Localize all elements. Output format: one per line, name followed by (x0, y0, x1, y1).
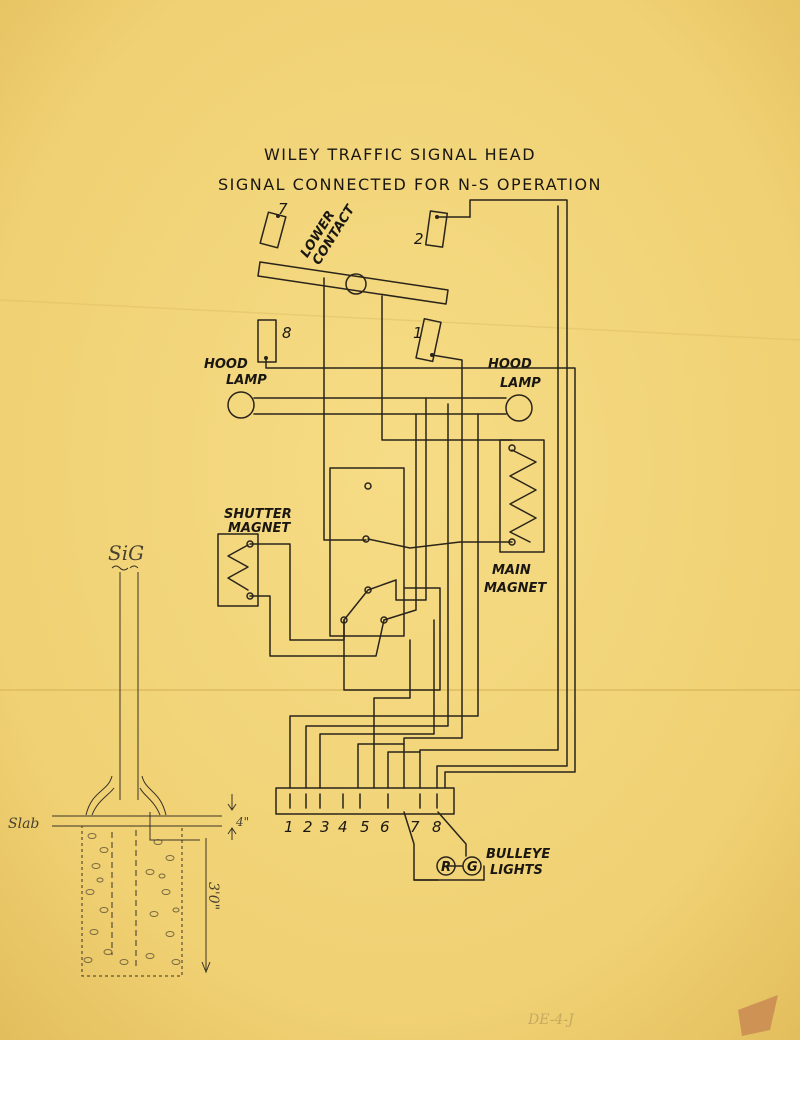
diagram-title: WILEY TRAFFIC SIGNAL HEAD (264, 145, 536, 164)
bulleye-light-green: G (462, 856, 482, 876)
svg-text:8: 8 (282, 324, 292, 342)
svg-text:SHUTTER: SHUTTER (224, 507, 292, 522)
wiring (249, 199, 576, 881)
diagram-subtitle: SIGNAL CONNECTED FOR N-S OPERATION (218, 175, 602, 194)
svg-text:LAMP: LAMP (500, 376, 541, 391)
svg-text:2: 2 (414, 230, 424, 248)
svg-text:G: G (467, 860, 478, 875)
hood-lamp-left: HOOD LAMP (204, 357, 267, 419)
slab-thickness-label: 4" (235, 815, 249, 829)
terminal-number: 5 (360, 818, 370, 836)
terminal-number: 1 (284, 818, 294, 836)
svg-text:LAMP: LAMP (226, 373, 267, 388)
scan-margin (0, 1040, 800, 1100)
bulleye-light-red: R (436, 856, 456, 876)
terminal-number: 6 (380, 818, 390, 836)
svg-text:MAGNET: MAGNET (228, 521, 291, 536)
svg-text:HOOD: HOOD (204, 357, 248, 372)
foundation-sketch: SiG Slab 4" 3'0" (8, 541, 249, 977)
svg-text:MAGNET: MAGNET (484, 581, 547, 596)
contact-7: 7 (259, 200, 288, 249)
depth-label: 3'0" (205, 882, 221, 910)
terminal-number: 2 (303, 818, 313, 836)
terminal-strip (275, 787, 455, 815)
svg-text:BULLEYE: BULLEYE (486, 847, 550, 862)
svg-text:R: R (441, 860, 451, 875)
svg-text:HOOD: HOOD (488, 357, 532, 372)
svg-text:1: 1 (413, 324, 423, 342)
terminal-number: 3 (320, 818, 330, 836)
terminal-number: 4 (338, 818, 348, 836)
terminal-numbers: 1 2 3 4 5 6 7 8 (284, 818, 442, 836)
contact-8: 8 (257, 319, 292, 363)
stamp-mark: DE-4-J (527, 1012, 575, 1028)
terminal-number: 7 (410, 818, 420, 836)
shutter-magnet: SHUTTER MAGNET (217, 507, 292, 607)
schematic-sheet: DE-4-J WILEY TRAFFIC SIGNAL HEAD SIGNAL … (0, 0, 800, 1040)
svg-text:MAIN: MAIN (492, 563, 531, 578)
main-magnet: MAIN MAGNET (484, 439, 547, 596)
sig-label: SiG (108, 541, 144, 565)
hood-lamp-wiring (253, 397, 507, 415)
contact-2: 2 (414, 210, 449, 248)
slab-label: Slab (8, 816, 39, 832)
relay-body (329, 467, 405, 637)
gravel-texture (83, 833, 181, 965)
paper-background (0, 0, 800, 1040)
fold-line-upper (0, 299, 800, 341)
rocker-arm (257, 261, 449, 305)
bulleye-lights-label: BULLEYE LIGHTS (486, 847, 550, 878)
svg-text:LIGHTS: LIGHTS (490, 863, 543, 878)
torn-corner (738, 995, 778, 1036)
svg-text:7: 7 (278, 200, 288, 218)
terminal-number: 8 (432, 818, 442, 836)
